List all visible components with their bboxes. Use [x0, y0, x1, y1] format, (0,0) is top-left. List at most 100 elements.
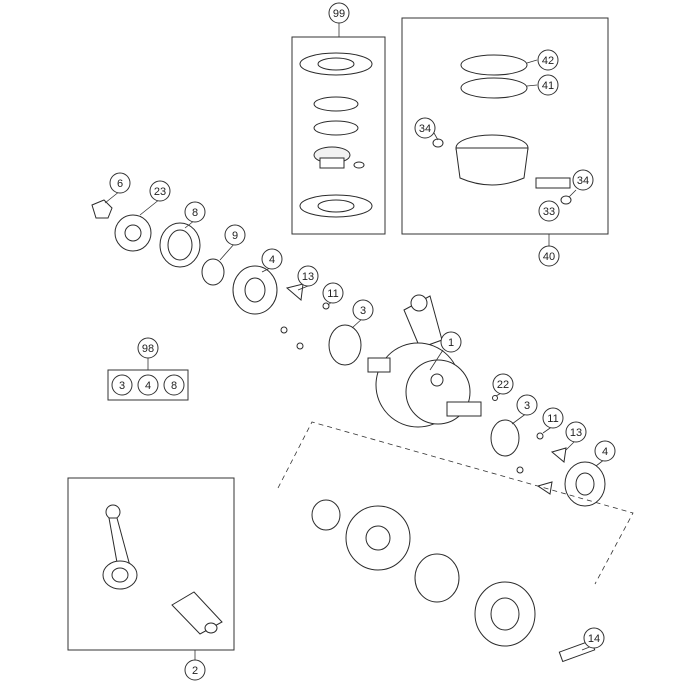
svg-text:1: 1	[448, 337, 454, 349]
crankshaft	[367, 294, 482, 428]
svg-text:3: 3	[360, 305, 366, 317]
svg-text:41: 41	[542, 80, 554, 92]
svg-text:3: 3	[524, 400, 530, 412]
svg-text:34: 34	[577, 175, 589, 187]
callout-33: 33	[538, 200, 560, 222]
small-pin	[353, 161, 365, 169]
primary-gear-hub	[124, 224, 142, 242]
circlip-left	[432, 138, 444, 148]
piston-ring-bottom	[460, 77, 528, 99]
main-bearing-right-bore	[575, 472, 595, 496]
svg-text:11: 11	[547, 413, 558, 425]
svg-text:13: 13	[570, 427, 582, 439]
svg-text:23: 23	[154, 186, 166, 198]
callout-11-left: 11	[322, 282, 344, 304]
circlip-right	[560, 195, 572, 205]
small-ball-2	[296, 342, 304, 350]
kit-conrod-big-end-bore	[111, 567, 129, 583]
roller-cage	[414, 553, 460, 603]
svg-text:4: 4	[602, 446, 608, 458]
pin-right	[536, 432, 544, 440]
svg-text:34: 34	[419, 123, 431, 135]
piston-box	[401, 17, 609, 246]
callout-34-right: 34	[572, 169, 594, 191]
callout-6: 6	[109, 172, 131, 194]
svg-text:4: 4	[145, 380, 151, 392]
svg-text:2: 2	[192, 665, 198, 677]
shim-left	[328, 324, 362, 366]
callout-11-right: 11	[542, 407, 564, 429]
clip-right	[550, 447, 567, 463]
svg-text:6: 6	[117, 178, 123, 190]
leader-lines	[104, 190, 606, 651]
callout-13-left: 13	[297, 265, 319, 287]
callouts: 99 42 41 34 34 33 40 6	[109, 2, 616, 681]
shim-right	[490, 419, 520, 457]
svg-text:11: 11	[327, 288, 338, 300]
svg-text:9: 9	[232, 230, 238, 242]
o-ring-lower	[313, 120, 359, 136]
svg-text:40: 40	[543, 251, 555, 263]
svg-text:13: 13	[302, 271, 314, 283]
crank-shaft-right	[446, 401, 482, 417]
svg-text:99: 99	[333, 8, 345, 20]
callout-4-left: 4	[261, 248, 283, 270]
bushing	[201, 258, 225, 286]
key	[492, 395, 498, 401]
freewheel-bore	[490, 597, 520, 631]
svg-text:8: 8	[171, 380, 177, 392]
svg-text:4: 4	[269, 254, 275, 266]
kit-crank-pin-end	[204, 622, 218, 634]
kit-conrod-shank	[108, 517, 131, 569]
callout-99: 99	[328, 2, 350, 24]
callout-41: 41	[537, 74, 559, 96]
svg-text:98: 98	[142, 343, 154, 355]
piston-ring-top	[460, 54, 528, 76]
callout-14: 14	[583, 627, 605, 649]
o-ring-upper	[313, 96, 359, 112]
kit-conrod-small-end	[105, 504, 121, 520]
piston-pin	[535, 177, 571, 189]
head-gasket-bore	[317, 57, 355, 71]
main-bearing-left-bore	[244, 277, 266, 303]
balancer-group	[277, 421, 634, 663]
left-parts	[91, 199, 362, 366]
callout-9: 9	[224, 224, 246, 246]
oil-seal-ring-inner	[167, 229, 193, 261]
piston-body	[455, 147, 529, 186]
kit-item-4: 4	[137, 374, 159, 396]
callout-3-left: 3	[352, 299, 374, 321]
needle-bearing	[311, 499, 341, 531]
svg-text:42: 42	[542, 55, 554, 67]
callout-98: 98	[137, 337, 159, 359]
nut	[91, 199, 113, 219]
svg-text:8: 8	[192, 207, 198, 219]
right-parts	[490, 395, 606, 507]
svg-text:22: 22	[497, 379, 509, 391]
svg-text:3: 3	[119, 380, 125, 392]
gasket-kit-box	[291, 22, 386, 235]
callout-34-left: 34	[414, 117, 436, 139]
callout-13-right: 13	[565, 421, 587, 443]
bearing-kit-box	[107, 358, 189, 401]
callout-23: 23	[149, 180, 171, 202]
crank-shaft-left	[367, 357, 391, 373]
small-ball-3	[516, 466, 524, 474]
callout-8: 8	[184, 201, 206, 223]
svg-text:14: 14	[588, 633, 600, 645]
svg-text:33: 33	[543, 206, 555, 218]
base-gasket-bore	[317, 199, 355, 213]
pin-left	[322, 302, 330, 310]
kit-item-3: 3	[111, 374, 133, 396]
callout-1: 1	[440, 331, 462, 353]
small-piston-skirt	[319, 157, 345, 169]
conrod-small-end	[410, 294, 428, 312]
crank-pin	[430, 373, 444, 387]
clip-left	[285, 283, 304, 301]
callout-22: 22	[492, 373, 514, 395]
callout-42: 42	[537, 49, 559, 71]
conrod-kit-box	[67, 477, 235, 660]
balancer-gear-hub	[365, 525, 391, 551]
callout-40: 40	[538, 245, 560, 267]
